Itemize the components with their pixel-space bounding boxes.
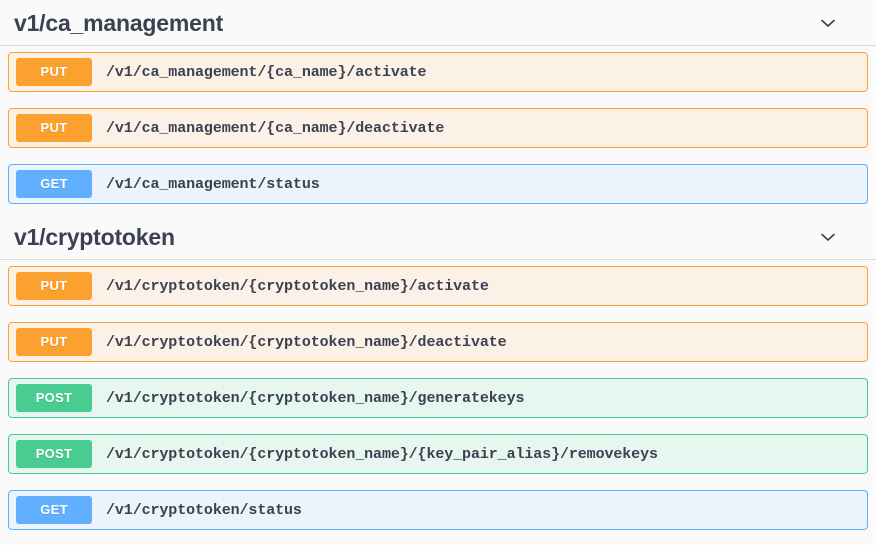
tag-header-ca-management[interactable]: v1/ca_management: [0, 6, 876, 40]
method-badge-put: PUT: [16, 114, 92, 142]
operation-row[interactable]: PUT/v1/cryptotoken/{cryptotoken_name}/ac…: [8, 266, 868, 306]
operation-path: /v1/cryptotoken/{cryptotoken_name}/gener…: [106, 389, 525, 407]
chevron-down-icon[interactable]: [818, 13, 838, 33]
tag-divider: [0, 45, 876, 46]
method-badge-get: GET: [16, 496, 92, 524]
chevron-down-icon[interactable]: [818, 227, 838, 247]
method-badge-put: PUT: [16, 272, 92, 300]
operation-row[interactable]: PUT/v1/ca_management/{ca_name}/deactivat…: [8, 108, 868, 148]
operation-path: /v1/cryptotoken/status: [106, 501, 302, 519]
method-badge-put: PUT: [16, 328, 92, 356]
tag-header-cryptotoken[interactable]: v1/cryptotoken: [0, 220, 876, 254]
tag-title: v1/ca_management: [14, 9, 224, 36]
operation-row[interactable]: PUT/v1/ca_management/{ca_name}/activate: [8, 52, 868, 92]
operation-path: /v1/ca_management/{ca_name}/activate: [106, 63, 427, 81]
method-badge-put: PUT: [16, 58, 92, 86]
operation-row[interactable]: POST/v1/cryptotoken/{cryptotoken_name}/g…: [8, 378, 868, 418]
operation-row[interactable]: GET/v1/cryptotoken/status: [8, 490, 868, 530]
operation-path: /v1/cryptotoken/{cryptotoken_name}/{key_…: [106, 445, 658, 463]
method-badge-get: GET: [16, 170, 92, 198]
operation-row[interactable]: POST/v1/cryptotoken/{cryptotoken_name}/{…: [8, 434, 868, 474]
operation-list-cryptotoken: PUT/v1/cryptotoken/{cryptotoken_name}/ac…: [0, 266, 876, 530]
operation-path: /v1/cryptotoken/{cryptotoken_name}/activ…: [106, 277, 489, 295]
tag-divider: [0, 259, 876, 260]
operation-row[interactable]: PUT/v1/cryptotoken/{cryptotoken_name}/de…: [8, 322, 868, 362]
method-badge-post: POST: [16, 440, 92, 468]
tag-title: v1/cryptotoken: [14, 223, 175, 250]
operation-path: /v1/ca_management/{ca_name}/deactivate: [106, 119, 445, 137]
operation-path: /v1/cryptotoken/{cryptotoken_name}/deact…: [106, 333, 507, 351]
operation-row[interactable]: GET/v1/ca_management/status: [8, 164, 868, 204]
method-badge-post: POST: [16, 384, 92, 412]
operation-path: /v1/ca_management/status: [106, 175, 320, 193]
